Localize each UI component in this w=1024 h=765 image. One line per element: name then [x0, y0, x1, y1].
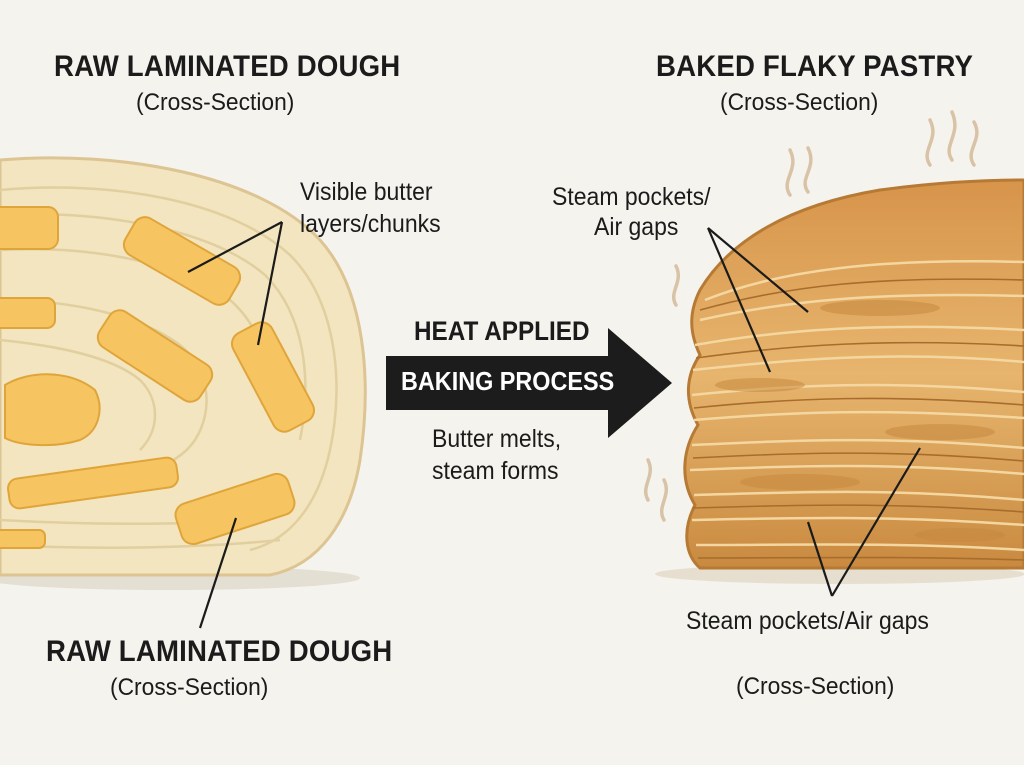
butter-label-line2: layers/chunks [300, 210, 441, 238]
pastry-dark-lines [692, 278, 1024, 561]
process-note-line1: Butter melts, [432, 425, 562, 453]
steam-pocket [885, 424, 995, 440]
pastry-body [683, 178, 1024, 570]
butter-chunk [7, 456, 179, 510]
baked-pastry-bottom-subtitle: (Cross-Section) [736, 673, 895, 700]
butter-chunk [174, 472, 296, 546]
steam-wisp [672, 264, 680, 307]
baked-pastry-subtitle: (Cross-Section) [720, 89, 879, 116]
pastry-layer-lines [689, 260, 1024, 552]
steam-label-line1: Steam pockets/ [552, 183, 711, 211]
process-note-line2: steam forms [432, 457, 559, 485]
steam-label-line2: Air gaps [594, 213, 679, 241]
raw-dough-subtitle: (Cross-Section) [136, 89, 295, 116]
steam-pockets [715, 300, 1005, 542]
baking-arrow [386, 328, 672, 438]
steam-pocket [740, 474, 860, 490]
steam-wisp [925, 118, 935, 167]
butter-chunk [122, 216, 242, 306]
raw-dough-bottom-subtitle: (Cross-Section) [110, 674, 269, 701]
butter-chunk [230, 321, 316, 433]
raw-dough-bottom-title: RAW LAMINATED DOUGH [46, 635, 393, 668]
steam-wisp [660, 478, 668, 522]
steam-pointer-lines [706, 227, 921, 597]
raw-dough-cross-section [0, 156, 367, 629]
steam-pocket [715, 378, 805, 392]
butter-chunk [4, 373, 101, 447]
steam-pocket [820, 300, 940, 316]
baking-process-label: BAKING PROCESS [401, 366, 615, 396]
steam-wisp [785, 148, 795, 197]
raw-dough-title: RAW LAMINATED DOUGH [54, 50, 401, 83]
steam-bottom-label: Steam pockets/Air gaps [686, 607, 929, 635]
butter-chunk [0, 529, 46, 549]
butter-chunk [0, 206, 59, 250]
steam-wisp [969, 120, 979, 167]
butter-chunks [0, 206, 316, 549]
baked-pastry-cross-section [644, 110, 1024, 597]
steam-pocket [915, 528, 1005, 542]
heat-applied-label: HEAT APPLIED [414, 316, 590, 346]
butter-chunk [96, 309, 214, 403]
steam-wisp [644, 458, 652, 502]
steam-wisp [803, 146, 813, 194]
steam-wisp [947, 110, 957, 162]
baked-pastry-title: BAKED FLAKY PASTRY [656, 50, 974, 83]
arrow-shape [386, 328, 672, 438]
butter-pointer-lines [187, 221, 284, 629]
butter-label-line1: Visible butter [300, 178, 433, 206]
butter-chunk [0, 297, 56, 329]
steam-wisps [644, 110, 979, 522]
